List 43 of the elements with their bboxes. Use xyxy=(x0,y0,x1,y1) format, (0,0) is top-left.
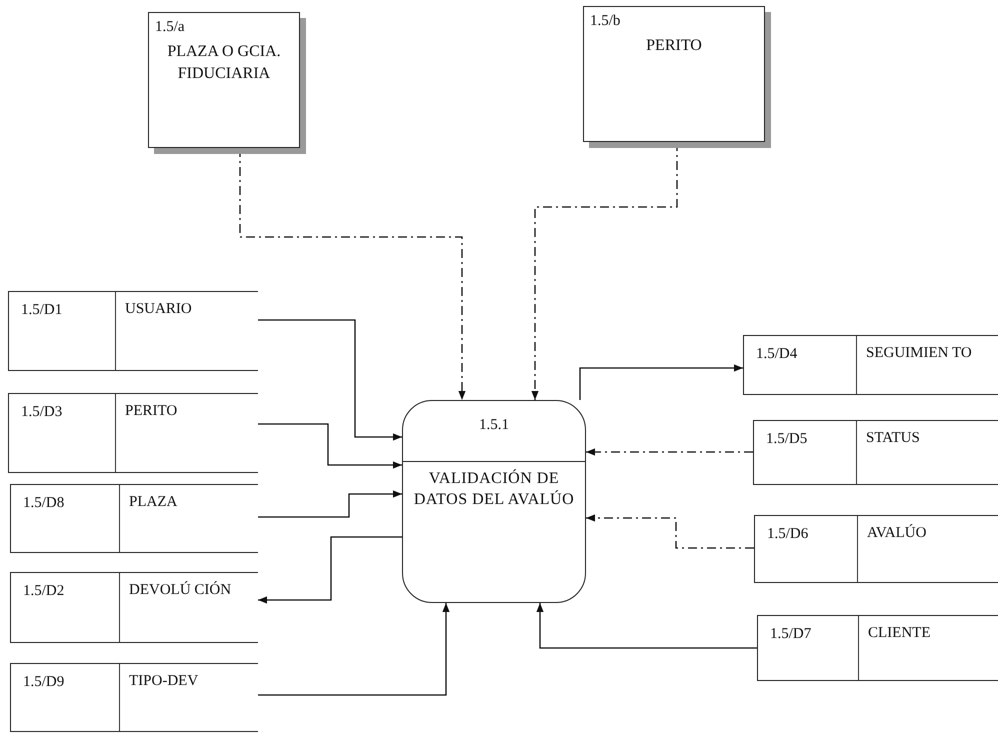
dashed-arrow xyxy=(586,514,754,549)
process-box xyxy=(402,400,586,603)
store-name: CLIENTE xyxy=(868,624,932,643)
arrow xyxy=(536,603,757,649)
store-name: STATUS xyxy=(866,429,921,448)
store-id: 1.5/D9 xyxy=(23,674,64,691)
store-id: 1.5/D8 xyxy=(23,495,64,512)
data-store xyxy=(743,335,998,395)
data-store xyxy=(10,484,258,553)
process-id: 1.5.1 xyxy=(478,417,510,434)
store-name: PERITO xyxy=(125,402,178,421)
store-id: 1.5/D5 xyxy=(766,431,808,448)
data-store xyxy=(8,291,258,371)
arrow xyxy=(258,319,402,441)
store-id: 1.5/D7 xyxy=(770,626,812,643)
arrow xyxy=(258,603,450,696)
store-id: 1.5/D6 xyxy=(767,526,808,543)
store-name: USUARIO xyxy=(125,300,193,319)
arrow xyxy=(258,490,402,518)
entity-name: PLAZA O GCIA. FIDUCIARIA xyxy=(166,42,282,84)
store-name: PLAZA xyxy=(129,493,178,512)
store-id: 1.5/D3 xyxy=(21,404,62,421)
entity-id: 1.5/a xyxy=(155,19,185,36)
process-name: VALIDACIÓN DE DATOS DEL AVALÚO xyxy=(413,469,575,510)
dashed-arrow xyxy=(586,448,753,456)
entity-name: PERITO xyxy=(645,36,703,56)
store-name: DEVOLÚ CIÓN xyxy=(129,581,232,600)
data-store xyxy=(8,393,258,473)
entity-id: 1.5/b xyxy=(590,13,620,30)
data-store xyxy=(753,420,998,485)
data-store xyxy=(10,572,258,643)
store-id: 1.5/D4 xyxy=(756,346,798,363)
data-store xyxy=(10,663,258,732)
store-name: SEGUIMIEN TO xyxy=(866,344,973,363)
store-name: TIPO-DEV xyxy=(129,672,200,691)
arrow xyxy=(579,364,743,400)
store-id: 1.5/D1 xyxy=(21,302,62,319)
arrow xyxy=(258,536,402,604)
data-store xyxy=(757,615,998,681)
store-name: AVALÚO xyxy=(867,524,928,543)
arrow xyxy=(258,423,402,469)
store-id: 1.5/D2 xyxy=(23,583,64,600)
data-store xyxy=(754,515,998,583)
